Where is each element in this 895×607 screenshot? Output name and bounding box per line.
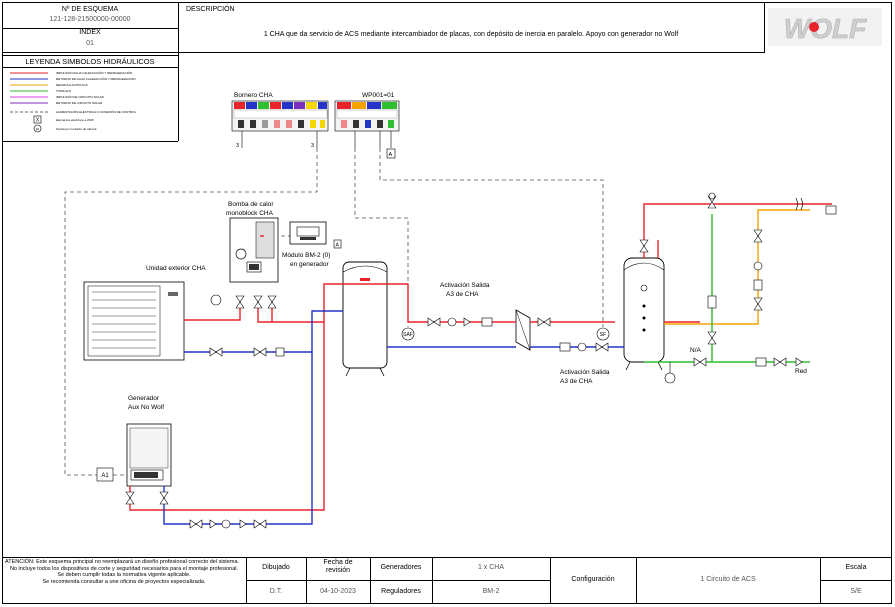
config-value: 1 Circuito de ACS: [700, 576, 756, 583]
notice-line-3: Se deben cumplir todas la normativa vige…: [57, 572, 191, 579]
config-label: Configuración: [571, 576, 615, 583]
legend-item-4: IMPULSIÓN DE CIRCUITO SOLAR: [56, 94, 105, 99]
wolf-logo: WOLF: [768, 8, 882, 46]
scheme-number-label: Nº DE ESQUEMA: [61, 6, 119, 13]
legend-item-2: RECIRCULACIÓN ACS: [56, 82, 88, 87]
legend-item-1: RETORNO DE AGUA CALEFACCIÓN Y REFRIGERAC…: [56, 76, 136, 81]
index-value: 01: [86, 40, 94, 47]
bornero-label: Bornero CHA: [234, 92, 273, 99]
saf-label: SAF: [403, 332, 413, 338]
module-label-1: Módulo BM-2 (0): [282, 252, 330, 259]
legend-symbol-r: Sonda por contacto de tubería: [56, 127, 97, 131]
wp001-terminal-block: [334, 100, 400, 159]
heat-pump-label-1: Bomba de calor: [228, 201, 274, 208]
outdoor-unit: [83, 281, 185, 361]
return-pipes: [163, 310, 624, 525]
inertia-tank: [342, 261, 388, 377]
scale-value: S/E: [850, 588, 862, 595]
a-box-wp: A: [389, 152, 393, 158]
legend-item-0: IMPULSIÓN AGUA CALEFACCIÓN Y REFRIGERACI…: [56, 70, 132, 75]
activation-top-1: Activación Salida: [440, 282, 490, 289]
cold-water-pipe: [644, 214, 810, 363]
aux-generator: [126, 423, 172, 487]
scale-label: Escala: [845, 564, 867, 571]
generator-label-2: Aux No Wolf: [128, 404, 164, 411]
index-label: INDEX: [79, 29, 101, 36]
na-label: N/A: [690, 347, 702, 354]
valves: [125, 192, 837, 529]
wp-label: WP001=01: [362, 92, 395, 99]
generator-label-1: Generador: [128, 395, 160, 402]
a1-box: [96, 467, 114, 482]
outdoor-unit-label: Unidad exterior CHA: [146, 265, 206, 272]
pin-3-right: 3: [311, 143, 314, 149]
bornero-terminal-block: [231, 100, 329, 148]
footer-notice: ATENCIÓN: Este esquema principal no reem…: [5, 559, 243, 585]
red-label: Red: [795, 368, 807, 375]
svg-text:R: R: [36, 127, 39, 132]
notice-line-1: ATENCIÓN: Este esquema principal no reem…: [5, 559, 240, 565]
activation-top-2: A3 de CHA: [446, 291, 479, 298]
generators-value: 1 x CHA: [477, 564, 505, 571]
sf-label: SF: [600, 332, 606, 338]
heat-pump-monoblock: [229, 217, 279, 283]
heat-pump-label-2: monoblock CHA: [226, 210, 274, 217]
scheme-number: 121-128-21500000-00000: [49, 16, 131, 23]
notice-line-2: No incluye todos los dispositivos de cor…: [9, 565, 239, 572]
revision-value: 04-10-2023: [320, 588, 356, 595]
sf-sensor: [596, 327, 610, 341]
legend-item-6: ALIMENTACIÓN ELÉCTRICA O CONEXIÓN DE CON…: [56, 109, 137, 114]
svg-text:X: X: [36, 118, 40, 124]
generators-label: Generadores: [380, 564, 422, 571]
plate-heat-exchanger: [515, 309, 531, 351]
regulators-label: Reguladores: [381, 588, 421, 595]
description-text: 1 CHA que da servicio de ACS mediante in…: [263, 31, 679, 38]
pipe-break: [795, 197, 803, 211]
pin-3-left: 3: [236, 143, 239, 149]
drawn-value: D.T.: [269, 588, 283, 595]
description-label: DESCRIPCIÓN: [186, 6, 235, 13]
legend-item-5: RETORNO DE CIRCUITO SOLAR: [56, 101, 103, 105]
bm2-module: [289, 221, 342, 249]
activation-bottom-1: Activación Salida: [560, 369, 610, 376]
legend-title: LEYENDA SIMBOLOS HIDRÁULICOS: [25, 57, 155, 66]
module-label-2: en generador: [290, 261, 330, 268]
recirculation-pipe: [664, 209, 810, 325]
notice-line-4: Se recomienda consultar a une oficina de…: [42, 578, 206, 585]
revision-label: Fecha de revisión: [323, 559, 353, 575]
a1-label: A1: [101, 473, 109, 479]
dhw-tank: [623, 257, 665, 371]
legend-symbol-x: Elementos eléctricos a 230V: [56, 118, 94, 122]
legend-item-3: TOMA AFS: [56, 89, 71, 93]
activation-bottom-2: A3 de CHA: [560, 378, 593, 385]
wolf-logo-text: WOLF: [784, 13, 867, 44]
drawn-label: Dibujado: [262, 564, 290, 571]
a-box-module: A: [336, 243, 340, 249]
saf-sensor: [401, 327, 415, 341]
regulators-value: BM-2: [482, 588, 500, 595]
